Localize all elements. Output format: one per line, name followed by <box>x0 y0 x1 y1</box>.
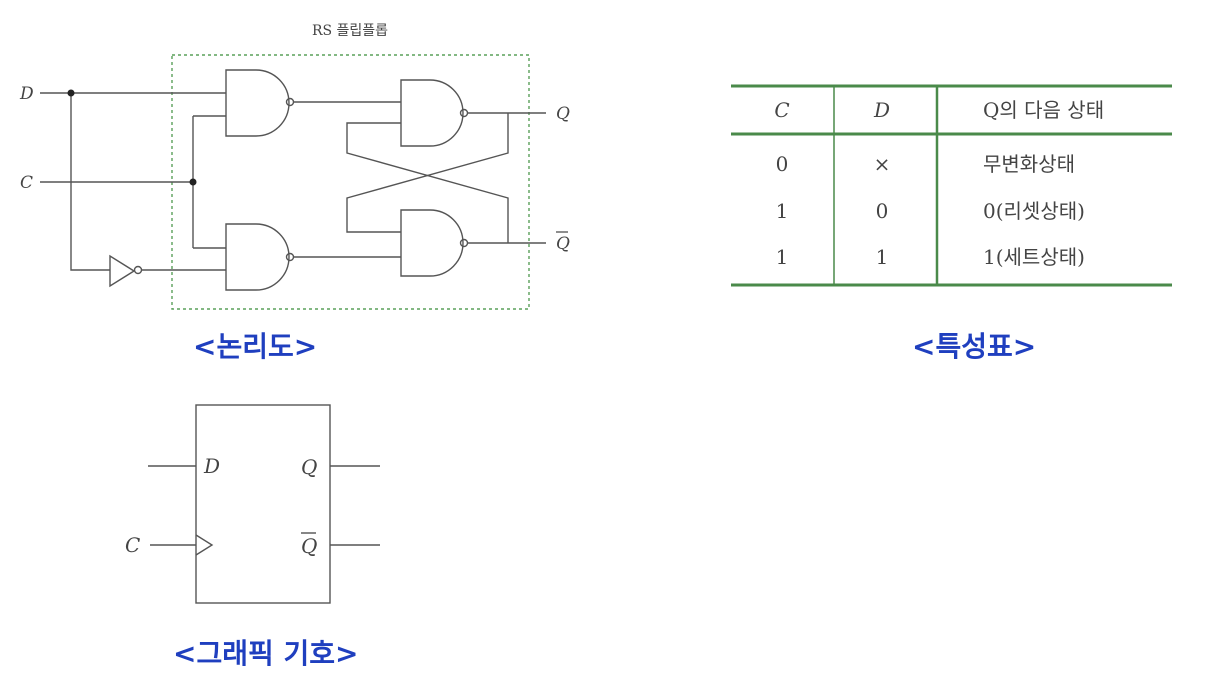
table-cell: 무변화상태 <box>983 152 1075 176</box>
logic-diagram <box>40 54 546 310</box>
graphic-symbol-caption: <그래픽 기호> <box>173 637 359 670</box>
table-header-d: D <box>873 98 890 122</box>
junction-dot-d <box>67 89 75 97</box>
nand-gate-4-bubble <box>459 238 469 248</box>
logic-output-qbar-label: Q <box>556 234 570 254</box>
nand-gate-3-bubble <box>459 108 469 118</box>
logic-input-c-label: C <box>20 173 33 193</box>
junction-dot-c <box>189 178 197 186</box>
table-cell: 0(리셋상태) <box>983 199 1085 223</box>
inverter-gate <box>109 254 136 288</box>
truth-table: C D Q의 다음 상태 0 × 무변화상태 1 0 0(리셋상태) 1 1 1… <box>731 84 1172 287</box>
symbol-clock-triangle <box>195 534 214 556</box>
table-cell: 0 <box>776 152 789 176</box>
table-cell: 0 <box>876 199 889 223</box>
feedback-qbar-to-g3 <box>346 122 509 243</box>
table-cell: 1 <box>876 245 889 269</box>
symbol-input-c-label: C <box>125 533 140 557</box>
table-cell: 1(세트상태) <box>983 245 1085 269</box>
graphic-symbol <box>148 404 380 604</box>
table-cell: 1 <box>776 199 789 223</box>
nand-gate-1 <box>225 69 290 137</box>
flipflop-title: RS 플립플롭 <box>312 23 388 39</box>
symbol-box <box>195 404 331 604</box>
wire-d-branch <box>70 93 110 271</box>
logic-input-d-label: D <box>19 84 34 104</box>
nand-gate-4 <box>400 209 464 277</box>
inverter-bubble <box>133 265 143 275</box>
symbol-output-q-label: Q <box>301 455 317 479</box>
truth-table-caption: <특성표> <box>912 330 1037 363</box>
nand-gate-2 <box>225 223 290 291</box>
symbol-output-qbar-label: Q <box>301 534 317 558</box>
table-cell: 1 <box>776 245 789 269</box>
nand-gate-1-bubble <box>285 97 295 107</box>
nand-gate-2-bubble <box>285 252 295 262</box>
logic-output-q-label: Q <box>556 104 570 124</box>
table-header-c: C <box>774 98 789 122</box>
table-cell: × <box>874 152 891 176</box>
feedback-q-to-g4 <box>346 113 509 233</box>
symbol-input-d-label: D <box>203 454 220 478</box>
logic-diagram-caption: <논리도> <box>193 330 318 363</box>
table-header-next-state: Q의 다음 상태 <box>983 98 1104 122</box>
nand-gate-3 <box>400 79 464 147</box>
